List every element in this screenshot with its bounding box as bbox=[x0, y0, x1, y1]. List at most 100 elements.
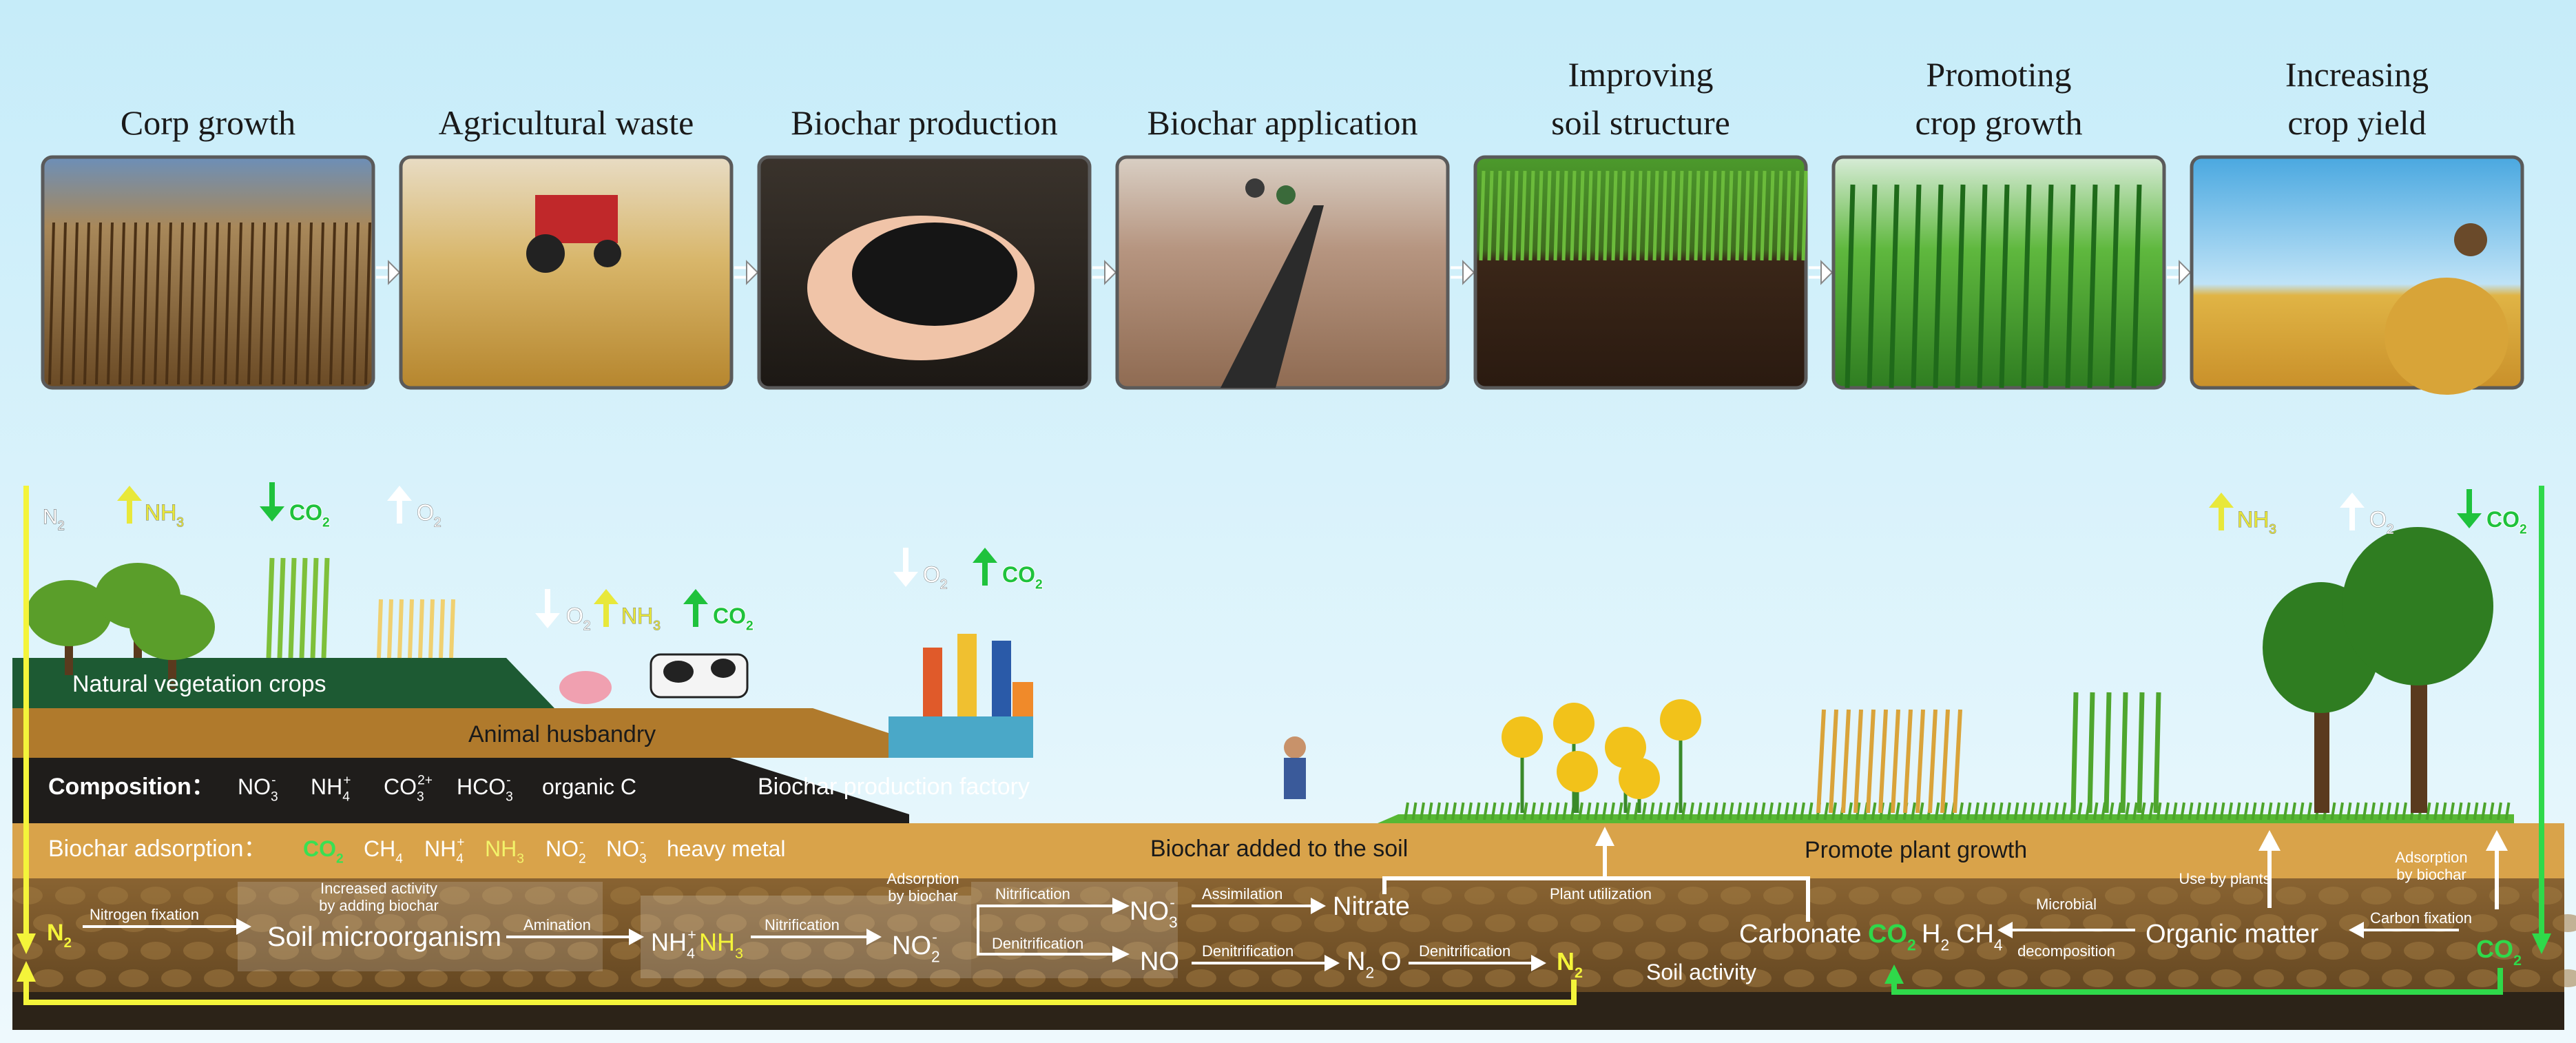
soil-pore-icon bbox=[568, 887, 598, 905]
soil-pore-icon bbox=[1507, 887, 1537, 905]
soil-pore-icon bbox=[844, 969, 875, 987]
amination-label: Amination bbox=[523, 916, 591, 933]
soil-pore-icon bbox=[397, 887, 427, 905]
soil-pore-icon bbox=[866, 887, 897, 905]
carbon-fixation-arrow bbox=[2349, 922, 2459, 938]
grass-blade-icon bbox=[1467, 802, 1473, 820]
grass-blade-icon bbox=[1681, 802, 1687, 820]
grass-blade-icon bbox=[1530, 802, 1536, 820]
farmer-icon bbox=[1245, 178, 1265, 198]
grass-blade-icon bbox=[2006, 802, 2011, 820]
arrow-head bbox=[1820, 260, 1834, 285]
n2-end-label: N2 bbox=[1557, 947, 1583, 981]
soil-pore-icon bbox=[716, 969, 747, 987]
arrow-head bbox=[17, 961, 36, 982]
adsorption-item: CH4 bbox=[364, 836, 403, 867]
h2-label: H2 bbox=[1922, 920, 1949, 953]
corn-plant-icon bbox=[2137, 692, 2145, 814]
corn-stalk-icon bbox=[107, 222, 114, 385]
arrow-head bbox=[1462, 260, 1475, 285]
grass-blade-icon bbox=[1974, 802, 1980, 820]
grass-blade-icon bbox=[2092, 802, 2099, 820]
co2-gas-label: CO2 bbox=[713, 603, 754, 634]
grass-blade-icon bbox=[2504, 802, 2511, 820]
corn-plant-icon bbox=[1999, 184, 2010, 389]
soil-pore-icon bbox=[1294, 887, 1324, 905]
soil-pore-icon bbox=[269, 942, 299, 960]
soil-pore-icon bbox=[588, 969, 619, 987]
corn-plant-icon bbox=[1889, 184, 1900, 389]
grass-blade-icon bbox=[1982, 802, 1988, 820]
grass-blade-icon bbox=[2022, 802, 2027, 820]
soil-pore-icon bbox=[759, 914, 789, 932]
soil-pore-icon bbox=[2148, 887, 2178, 905]
sunflower-icon bbox=[1557, 751, 1598, 792]
grass-blade-icon bbox=[1546, 802, 1552, 820]
arrow-head bbox=[17, 933, 36, 954]
wheat-plant-icon bbox=[439, 599, 445, 659]
grass-blade-icon bbox=[1628, 170, 1634, 261]
soil-pore-icon bbox=[417, 914, 448, 932]
soil-pore-icon bbox=[1849, 887, 1879, 905]
tree-icon bbox=[129, 594, 215, 660]
soil-pore-icon bbox=[1485, 914, 1515, 932]
wheat-plant-icon bbox=[428, 599, 435, 659]
soil-pore-icon bbox=[2062, 942, 2092, 960]
soil-pore-icon bbox=[332, 914, 362, 932]
soil-pore-icon bbox=[1741, 969, 1772, 987]
grass-blade-icon bbox=[2077, 802, 2083, 820]
microbial-decomposition-label: Microbial bbox=[2036, 896, 2097, 913]
carbon-fixation-label: Carbon fixation bbox=[2370, 909, 2472, 927]
grass-blade-icon bbox=[1685, 170, 1692, 261]
step-title: Corp growth bbox=[121, 103, 295, 142]
biochar-factory-label: Biochar production factory bbox=[758, 774, 1030, 800]
soil-pore-icon bbox=[1507, 942, 1537, 960]
soil-pore-icon bbox=[1251, 887, 1281, 905]
soil-pore-icon bbox=[2211, 969, 2241, 987]
soil-pore-icon bbox=[2532, 942, 2562, 960]
grass-blade-icon bbox=[2212, 802, 2217, 820]
grass-blade-icon bbox=[1895, 802, 1900, 820]
grass-blade-icon bbox=[2148, 802, 2154, 820]
corn-stalk-icon bbox=[142, 222, 149, 385]
grass-blade-icon bbox=[1595, 170, 1601, 261]
grass-blade-icon bbox=[1528, 170, 1535, 261]
grass-blade-icon bbox=[2267, 802, 2273, 820]
soil-pore-icon bbox=[631, 969, 661, 987]
o2-up-arrow-icon bbox=[2340, 493, 2365, 530]
soil-pore-icon bbox=[525, 887, 555, 905]
grass-blade-icon bbox=[1420, 802, 1425, 820]
soil-pore-icon bbox=[55, 942, 85, 960]
grass-blade-icon bbox=[1617, 802, 1623, 820]
soil-pore-icon bbox=[1422, 887, 1452, 905]
soil-pore-icon bbox=[674, 914, 704, 932]
grass-blade-icon bbox=[2180, 802, 2185, 820]
grass-blade-icon bbox=[2196, 802, 2201, 820]
microorganism-box bbox=[238, 882, 603, 971]
corn-plant-icon bbox=[2109, 184, 2120, 389]
grass-blade-icon bbox=[1705, 802, 1710, 820]
grass-blade-icon bbox=[2013, 802, 2019, 820]
grass-blade-icon bbox=[1966, 802, 1972, 820]
soil-pore-icon bbox=[1592, 887, 1623, 905]
grass-blade-icon bbox=[2275, 802, 2281, 820]
n2-gas-label: N2 bbox=[43, 506, 65, 533]
corn-plant-icon bbox=[2087, 692, 2095, 814]
soil-pore-icon bbox=[311, 887, 342, 905]
grass-blade-icon bbox=[1657, 802, 1663, 820]
sunflower-icon bbox=[1660, 699, 1701, 741]
corn-stalk-icon bbox=[154, 222, 160, 385]
nitrogen-return-line bbox=[23, 971, 1577, 1005]
process-arrow-icon bbox=[2167, 260, 2192, 285]
sunflower-icon bbox=[1553, 703, 1595, 744]
grass-blade-icon bbox=[2045, 802, 2051, 820]
biochar-added-label: Biochar added to the soil bbox=[1150, 836, 1408, 862]
soil-pore-icon bbox=[1955, 969, 1985, 987]
soil-pore-icon bbox=[1400, 914, 1430, 932]
wheat-plant-icon bbox=[408, 599, 414, 659]
nh4-label: NH4+ bbox=[651, 926, 696, 962]
grass-blade-icon bbox=[2140, 802, 2146, 820]
